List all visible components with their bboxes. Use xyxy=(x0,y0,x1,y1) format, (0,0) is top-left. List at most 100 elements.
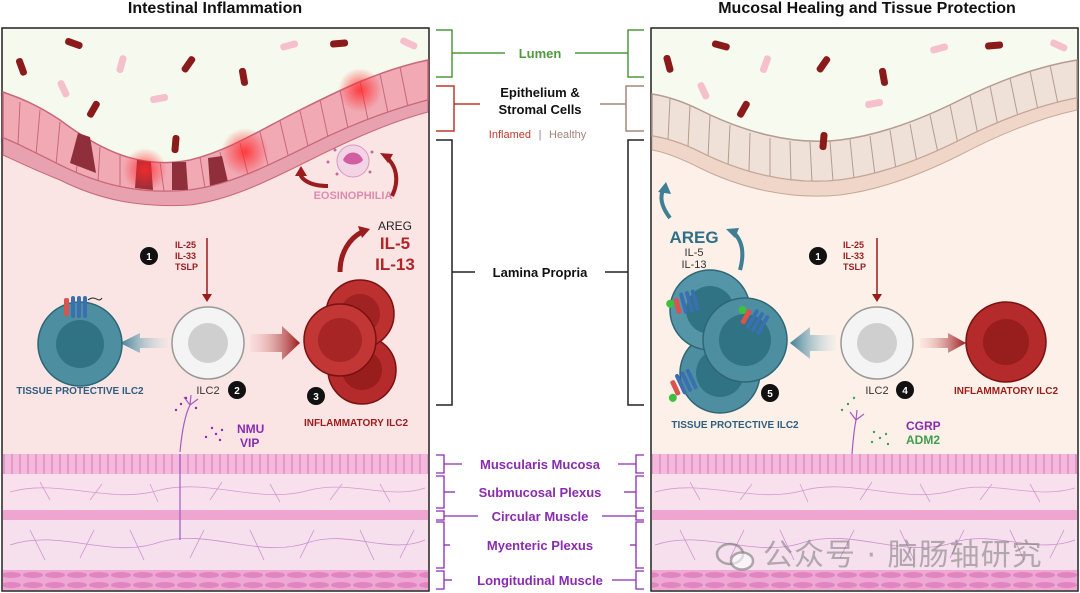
left-inflammation-glow xyxy=(221,128,269,176)
lumen-bracket-right xyxy=(627,29,644,78)
eosinophil-arrow-head xyxy=(295,166,307,176)
epithelium-label-line2: Stromal Cells xyxy=(498,102,581,117)
right-step5-badge xyxy=(761,384,779,402)
left-ilc2-nucleus xyxy=(188,323,228,363)
healthy-label: Healthy xyxy=(549,129,587,141)
right-longitudinal-muscle xyxy=(652,570,1077,590)
left-panel: EOSINOPHILIA AREG IL-5 IL-13 1 IL-25 IL-… xyxy=(1,27,430,592)
right-submucosal-network xyxy=(654,481,1076,503)
right-stroma xyxy=(651,97,1078,197)
right-ilc2-nucleus xyxy=(857,323,897,363)
wechat-icon xyxy=(715,542,755,571)
right-protective-ilc2-cluster xyxy=(669,269,788,414)
watermark-text: 公众号 · 脑肠轴研究 xyxy=(763,538,1043,573)
left-longitudinal-muscle xyxy=(3,570,428,590)
right-step5-number: 5 xyxy=(767,389,773,400)
right-submucosal-plexus xyxy=(652,474,1077,510)
right-inflammatory-ilc2-nucleus xyxy=(983,319,1029,365)
left-to-protective-arrow xyxy=(120,333,168,353)
right-release-arrow-head xyxy=(726,228,739,238)
left-receptor-icon xyxy=(64,296,103,318)
right-step1-number: 1 xyxy=(815,252,821,263)
epithelium-arrow-head xyxy=(380,153,393,163)
left-submucosal-network xyxy=(9,481,426,503)
left-step2-number: 2 xyxy=(234,386,240,397)
lumen-label: Lumen xyxy=(519,46,562,61)
left-cytokine-il25: IL-25 xyxy=(175,240,196,250)
inflamed-healthy-separator: | xyxy=(539,129,542,141)
circular-muscle-label: Circular Muscle xyxy=(492,509,589,524)
left-step1-number: 1 xyxy=(146,252,152,263)
left-inflammation-glow xyxy=(338,68,382,112)
right-cytokine-tslp: TSLP xyxy=(843,262,866,272)
right-bacteria xyxy=(663,39,1068,151)
left-stroma xyxy=(2,99,429,207)
vip-label: VIP xyxy=(240,436,259,450)
adm2-label: ADM2 xyxy=(906,433,940,447)
left-cytokine-il33: IL-33 xyxy=(175,251,196,261)
right-step1-badge xyxy=(809,247,827,265)
left-protective-ilc2-nucleus xyxy=(56,320,104,368)
left-to-inflammatory-arrow xyxy=(250,326,300,360)
right-to-protective-arrow xyxy=(790,327,836,359)
right-to-inflammatory-arrow xyxy=(920,333,966,353)
right-il13-label: IL-13 xyxy=(681,259,706,271)
right-tissue-protective-label: TISSUE PROTECTIVE ILC2 xyxy=(671,420,799,431)
left-myenteric-plexus xyxy=(3,520,428,570)
right-ilc2-label: ILC2 xyxy=(865,385,888,397)
epithelium-bracket-left xyxy=(436,85,455,132)
left-bacteria xyxy=(15,37,418,154)
longitudinal-muscle-label: Longitudinal Muscle xyxy=(477,573,603,588)
left-circular-muscle xyxy=(3,510,428,520)
cytokine-release-arrow xyxy=(337,229,364,273)
center-labels: Lumen Epithelium & Stromal Cells Inflame… xyxy=(436,29,644,590)
lumen-bracket-left xyxy=(436,29,453,78)
right-muscularis-mucosa xyxy=(652,454,1077,474)
left-inflammatory-ilc2-cluster xyxy=(303,279,397,405)
myenteric-plexus-label: Myenteric Plexus xyxy=(487,538,593,553)
layer-brackets xyxy=(436,454,644,590)
left-areg-label: AREG xyxy=(378,219,412,233)
right-epithelial-cells xyxy=(667,64,1059,183)
right-circular-muscle xyxy=(652,510,1077,520)
left-tissue-protective-label: TISSUE PROTECTIVE ILC2 xyxy=(16,386,144,397)
lamina-propria-label: Lamina Propria xyxy=(493,265,588,280)
left-inflammatory-label: INFLAMMATORY ILC2 xyxy=(304,418,409,429)
epithelium-bracket-right xyxy=(625,85,644,132)
right-receptor-icons xyxy=(666,289,770,402)
lamina-bracket-left xyxy=(436,139,453,406)
left-ilc2-label: ILC2 xyxy=(196,385,219,397)
right-neuropeptide-dots xyxy=(840,396,890,446)
left-step3-badge xyxy=(307,387,325,405)
left-cytokine-arrow-head xyxy=(202,294,212,302)
epithelium-label-line1: Epithelium & xyxy=(500,85,579,100)
right-il5-label: IL-5 xyxy=(685,247,704,259)
left-il5-label: IL-5 xyxy=(380,234,410,253)
eosinophilia-label: EOSINOPHILIA xyxy=(314,190,393,202)
left-title: Intestinal Inflammation xyxy=(128,0,302,17)
right-step4-badge xyxy=(896,381,914,399)
left-muscularis-mucosa xyxy=(3,454,428,474)
muscularis-mucosa-label: Muscularis Mucosa xyxy=(480,457,601,472)
right-cytokine-arrow-head xyxy=(872,294,882,302)
left-step2-badge xyxy=(228,381,246,399)
left-step1-badge xyxy=(140,247,158,265)
left-myenteric-network xyxy=(9,529,426,561)
right-cytokine-il33: IL-33 xyxy=(843,251,864,261)
right-cytokine-il25: IL-25 xyxy=(843,240,864,250)
right-step4-number: 4 xyxy=(902,386,908,397)
cytokine-release-arrow-head xyxy=(358,226,370,238)
right-title: Mucosal Healing and Tissue Protection xyxy=(718,0,1016,17)
submucosal-plexus-label: Submucosal Plexus xyxy=(479,485,602,500)
inflamed-label: Inflamed xyxy=(489,129,531,141)
nmu-label: NMU xyxy=(237,422,264,436)
left-inflammation-glow xyxy=(123,148,167,192)
right-repair-arrow-head xyxy=(658,182,671,194)
right-inflammatory-label: INFLAMMATORY ILC2 xyxy=(954,386,1059,397)
right-panel: AREG IL-5 IL-13 1 IL-25 IL-33 TSLP ILC2 … xyxy=(650,27,1079,592)
left-il13-label: IL-13 xyxy=(375,255,415,274)
watermark: 公众号 · 脑肠轴研究 xyxy=(715,530,1043,574)
cgrp-label: CGRP xyxy=(906,419,941,433)
left-step3-number: 3 xyxy=(313,392,319,403)
